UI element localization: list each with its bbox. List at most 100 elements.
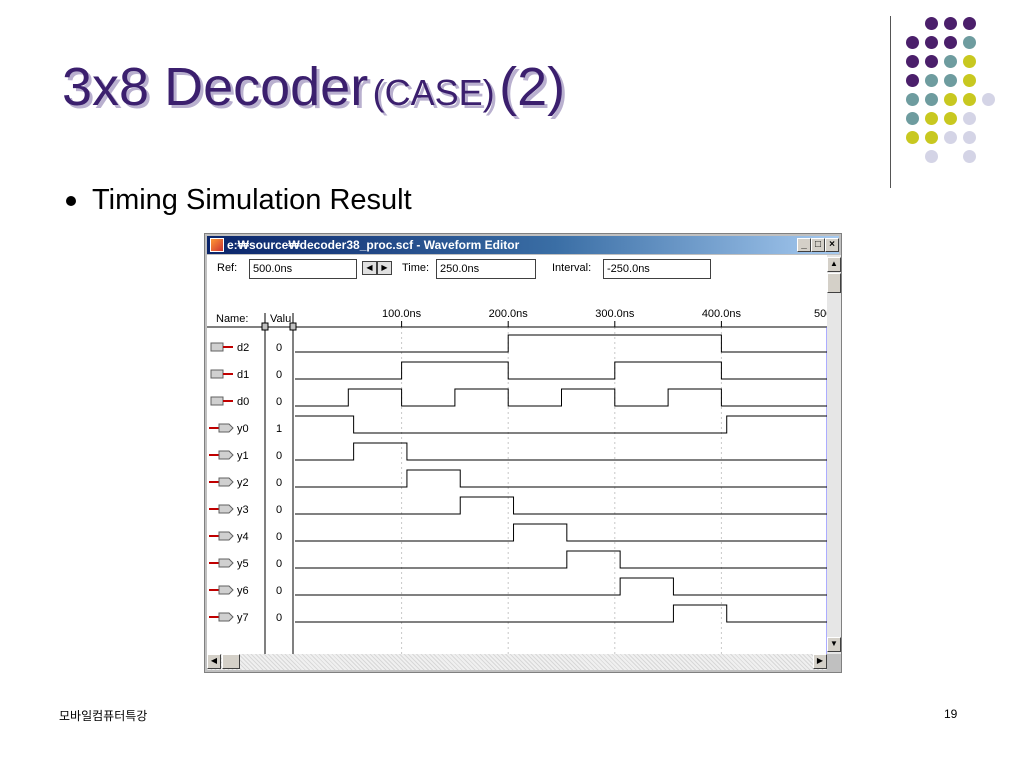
minimize-button[interactable]: _ — [797, 238, 811, 252]
bullet-item: Timing Simulation Result — [66, 184, 412, 217]
title-main: 3x8 Decoder — [62, 57, 369, 117]
value-column-header: Valu — [270, 313, 291, 325]
signal-value: 0 — [276, 396, 282, 408]
interval-field[interactable]: -250.0ns — [603, 259, 711, 279]
scroll-up-button[interactable]: ▲ — [827, 257, 841, 272]
signal-waveform — [295, 361, 827, 380]
footer-course-name: 모바일컴퓨터특강 — [59, 709, 148, 723]
output-pin-icon — [218, 504, 234, 514]
decor-dot-teal — [944, 74, 957, 87]
decor-dot-lavender — [963, 150, 976, 163]
maximize-button[interactable]: □ — [811, 238, 825, 252]
app-icon — [210, 238, 224, 252]
bullet-text: Timing Simulation Result — [92, 184, 412, 216]
window-titlebar[interactable]: e:₩source₩decoder38_proc.scf - Waveform … — [207, 236, 839, 254]
signal-value: 0 — [276, 504, 282, 516]
output-pin-icon — [218, 477, 234, 487]
signal-waveform — [295, 496, 827, 515]
signal-value: 0 — [276, 477, 282, 489]
interval-label: Interval: — [552, 262, 592, 274]
name-column-header: Name: — [216, 313, 248, 325]
ref-field[interactable]: 500.0ns — [249, 259, 357, 279]
scroll-left-button[interactable]: ◀ — [207, 654, 221, 669]
decor-dot-yellow — [906, 131, 919, 144]
decor-dot-purple — [906, 74, 919, 87]
next-transition-button[interactable]: ▶ — [377, 261, 392, 275]
signal-value: 0 — [276, 558, 282, 570]
output-pin-icon — [218, 531, 234, 541]
decor-dot-purple — [925, 36, 938, 49]
signal-waveform — [295, 604, 827, 623]
signal-name: y2 — [237, 477, 249, 489]
decorative-divider — [890, 16, 891, 188]
input-pin-icon — [210, 342, 224, 352]
output-pin-icon — [218, 585, 234, 595]
decor-dot-teal — [906, 112, 919, 125]
decor-dot-purple — [925, 55, 938, 68]
decor-dot-yellow — [963, 55, 976, 68]
signal-name: d1 — [237, 369, 249, 381]
signal-value: 0 — [276, 585, 282, 597]
output-pin-icon — [218, 612, 234, 622]
decor-dot-teal — [925, 93, 938, 106]
prev-transition-button[interactable]: ◀ — [362, 261, 377, 275]
decor-dot-yellow — [963, 93, 976, 106]
signal-name: y1 — [237, 450, 249, 462]
window-title: e:₩source₩decoder38_proc.scf - Waveform … — [227, 238, 520, 252]
close-button[interactable]: × — [825, 238, 839, 252]
signal-name: y4 — [237, 531, 249, 543]
signal-waveform — [295, 469, 827, 488]
decor-dot-purple — [906, 55, 919, 68]
decor-dot-purple — [963, 17, 976, 30]
signal-waveform — [295, 550, 827, 569]
output-pin-icon — [218, 558, 234, 568]
signal-waveform — [295, 523, 827, 542]
horizontal-scroll-thumb[interactable] — [222, 654, 240, 669]
time-tick-label: 200.0ns — [489, 308, 529, 320]
decor-dot-purple — [906, 36, 919, 49]
scroll-right-button[interactable]: ▶ — [813, 654, 827, 669]
vertical-scroll-thumb[interactable] — [827, 273, 841, 293]
decor-dot-yellow — [925, 112, 938, 125]
input-pin-icon — [210, 369, 224, 379]
signal-value: 0 — [276, 342, 282, 354]
title-number: (2) — [499, 57, 566, 117]
bullet-icon — [66, 195, 76, 206]
decor-dot-teal — [944, 55, 957, 68]
signal-name: d2 — [237, 342, 249, 354]
output-pin-icon — [218, 423, 234, 433]
signal-name: y0 — [237, 423, 249, 435]
signal-name: y7 — [237, 612, 249, 624]
time-tick-label: 300.0ns — [595, 308, 635, 320]
time-tick-label: 500 — [814, 308, 827, 320]
decor-dot-yellow — [944, 93, 957, 106]
decor-dot-lavender — [944, 131, 957, 144]
signal-waveform — [295, 442, 827, 461]
time-label: Time: — [402, 262, 430, 274]
input-pin-icon — [210, 396, 224, 406]
slide-title: 3x8 Decoder (CASE) (2) — [62, 56, 565, 118]
time-field[interactable]: 250.0ns — [436, 259, 536, 279]
signal-name: d0 — [237, 396, 249, 408]
signal-value: 1 — [276, 423, 282, 435]
decor-dot-yellow — [944, 112, 957, 125]
vertical-scrollbar[interactable]: ▲ ▼ — [827, 255, 841, 654]
page-number: 19 — [944, 707, 958, 721]
waveform-editor-window: e:₩source₩decoder38_proc.scf - Waveform … — [204, 233, 842, 673]
decor-dot-teal — [906, 93, 919, 106]
signal-value: 0 — [276, 369, 282, 381]
signal-value: 0 — [276, 612, 282, 624]
decor-dot-yellow — [963, 74, 976, 87]
time-tick-label: 100.0ns — [382, 308, 422, 320]
signal-name: y5 — [237, 558, 249, 570]
waveform-plot: Name: Valu 100.0ns 200.0ns 300.0ns 400.0ns 500… — [207, 308, 827, 654]
decor-dot-purple — [944, 17, 957, 30]
title-paren: (CASE) — [372, 72, 495, 113]
time-tick-label: 400.0ns — [702, 308, 742, 320]
column-resize-handle — [289, 322, 297, 331]
horizontal-scrollbar[interactable]: ◀ ▶ — [207, 654, 827, 670]
column-resize-handle — [261, 322, 269, 331]
scroll-down-button[interactable]: ▼ — [827, 637, 841, 652]
signal-waveform — [295, 415, 827, 434]
signal-waveform — [295, 577, 827, 596]
